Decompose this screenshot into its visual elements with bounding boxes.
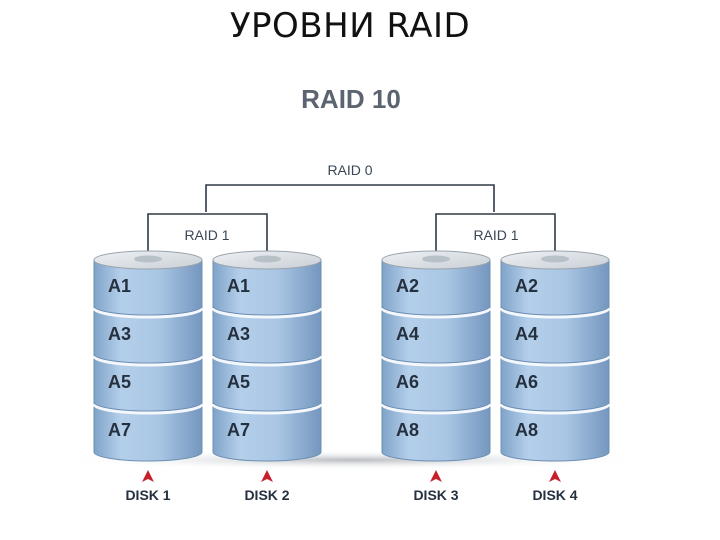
disk-arrow-icon	[549, 470, 561, 482]
block-label: A3	[227, 324, 250, 344]
block-label: A2	[396, 276, 419, 296]
segment-groove	[500, 353, 610, 364]
disk-hub	[253, 255, 281, 263]
segment-divider	[92, 307, 204, 319]
disk-hub	[541, 255, 569, 263]
segment-divider	[92, 403, 204, 415]
segment-divider	[211, 403, 323, 415]
segment-groove	[381, 401, 491, 412]
raid0-label: RAID 0	[327, 162, 372, 178]
segment-divider	[380, 355, 492, 367]
block-label: A5	[108, 372, 131, 392]
block-label: A5	[227, 372, 250, 392]
diagram-title: RAID 10	[301, 84, 401, 114]
segment-groove	[212, 353, 322, 364]
segment-groove	[93, 305, 203, 316]
disk-hub	[134, 255, 162, 263]
disk-label: DISK 2	[244, 487, 289, 503]
block-label: A4	[396, 324, 419, 344]
slide-title: УРОВНИ RAID	[229, 6, 471, 46]
segment-groove	[212, 401, 322, 412]
disk-label: DISK 3	[413, 487, 458, 503]
floor-shadow	[52, 450, 652, 470]
segment-divider	[380, 307, 492, 319]
segment-divider	[499, 403, 611, 415]
segment-groove	[381, 353, 491, 364]
segment-groove	[212, 305, 322, 316]
raid0-connector	[205, 184, 495, 212]
block-label: A7	[227, 420, 250, 440]
block-label: A1	[227, 276, 250, 296]
block-label: A4	[515, 324, 538, 344]
block-label: A1	[108, 276, 131, 296]
segment-divider	[380, 403, 492, 415]
segment-groove	[381, 305, 491, 316]
segment-divider	[211, 355, 323, 367]
disk-label: DISK 4	[532, 487, 577, 503]
disk-label: DISK 1	[125, 487, 170, 503]
raid1-left-connector	[147, 213, 268, 258]
block-label: A3	[108, 324, 131, 344]
raid1-left-label: RAID 1	[184, 227, 229, 243]
segment-divider	[92, 355, 204, 367]
raid1-right-connector	[435, 213, 556, 258]
disk-arrow-icon	[261, 470, 273, 482]
segment-groove	[500, 401, 610, 412]
block-label: A8	[396, 420, 419, 440]
disk-hub	[422, 255, 450, 263]
disk-arrow-icon	[430, 470, 442, 482]
disk-arrow-icon	[142, 470, 154, 482]
block-label: A7	[108, 420, 131, 440]
segment-divider	[499, 355, 611, 367]
block-label: A6	[396, 372, 419, 392]
raid1-right-label: RAID 1	[473, 227, 518, 243]
segment-groove	[93, 401, 203, 412]
segment-groove	[500, 305, 610, 316]
segment-divider	[499, 307, 611, 319]
block-label: A6	[515, 372, 538, 392]
block-label: A2	[515, 276, 538, 296]
segment-divider	[211, 307, 323, 319]
segment-groove	[93, 353, 203, 364]
block-label: A8	[515, 420, 538, 440]
